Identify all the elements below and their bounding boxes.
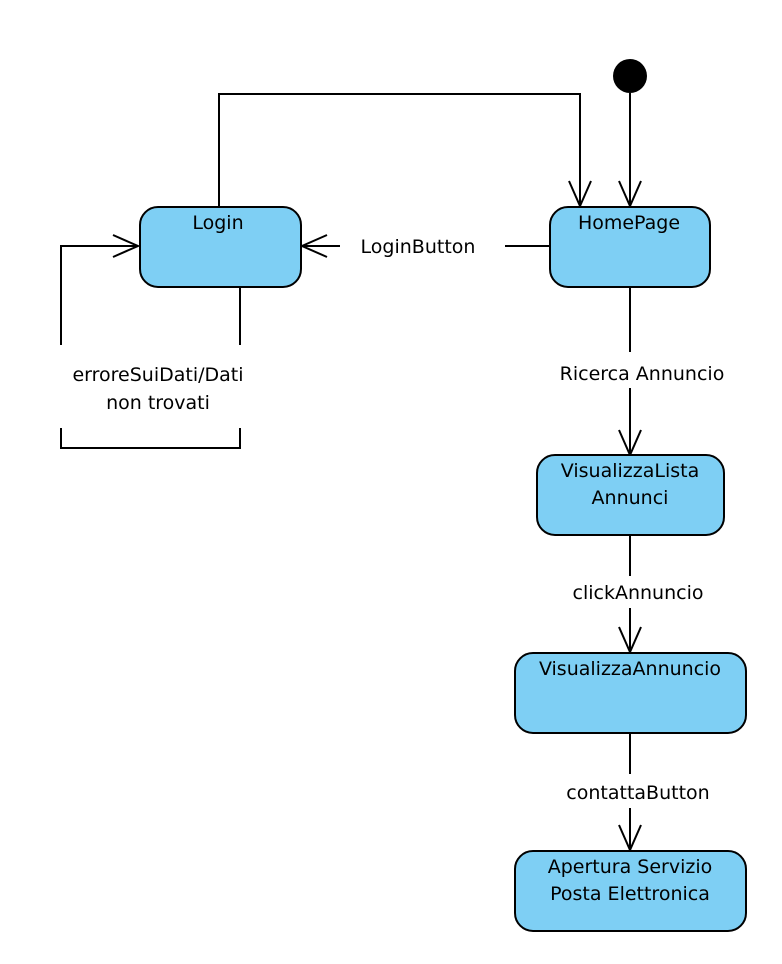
loginbutton-transition: LoginButton (299, 234, 550, 258)
loginbutton-label: LoginButton (361, 236, 476, 258)
state-annuncio-label: VisualizzaAnnuncio (539, 658, 721, 680)
state-posta-label-line2: Posta Elettronica (550, 883, 710, 905)
state-login-label: Login (192, 212, 243, 234)
login-to-homepage-transition (218, 93, 592, 209)
state-visualizza-annuncio: VisualizzaAnnuncio (514, 652, 747, 734)
ricerca-transition: Ricerca Annuncio (560, 287, 725, 458)
initial-to-homepage-transition (618, 93, 642, 209)
state-homepage: HomePage (549, 206, 711, 288)
state-apertura-servizio-posta: Apertura Servizio Posta Elettronica (514, 850, 747, 932)
state-lista-label-line2: Annunci (592, 487, 669, 509)
login-self-loop-transition: erroreSuiDati/Dati non trovati (60, 234, 244, 449)
ricerca-label: Ricerca Annuncio (560, 363, 725, 385)
state-visualizza-lista-annunci: VisualizzaLista Annunci (536, 454, 725, 536)
errore-label-line1: erroreSuiDati/Dati (72, 364, 243, 386)
state-lista-label-line1: VisualizzaLista (561, 460, 699, 482)
click-transition: clickAnnuncio (573, 535, 704, 655)
contatta-label: contattaButton (566, 782, 709, 804)
initial-state (613, 59, 647, 93)
state-login: Login (139, 206, 302, 288)
state-posta-label-line1: Apertura Servizio (548, 856, 713, 878)
errore-label-line2: non trovati (106, 392, 210, 414)
click-label: clickAnnuncio (573, 582, 704, 604)
contatta-transition: contattaButton (566, 733, 710, 853)
state-homepage-label: HomePage (578, 212, 680, 234)
